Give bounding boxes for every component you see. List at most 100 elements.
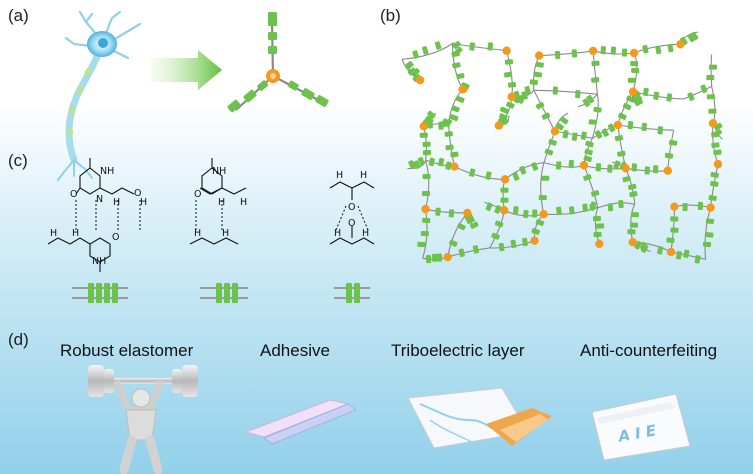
hydrogen-bond-unit: [556, 206, 562, 215]
crosslinker-illustration: [227, 12, 329, 113]
hydrogen-bond-unit: [682, 203, 688, 212]
nh-label: NH: [92, 256, 106, 267]
h-label: H: [334, 228, 341, 239]
hydrogen-bond-unit: [575, 90, 581, 99]
hydrogen-bond-unit: [617, 150, 626, 157]
hydrogen-bond-unit: [593, 231, 602, 238]
nh-label: NH: [212, 166, 226, 177]
hydrogen-bond-unit: [627, 229, 636, 235]
hydrogen-bond-unit: [644, 166, 650, 175]
crosslink-node: [500, 206, 509, 215]
hydrogen-bond-unit: [666, 93, 673, 102]
hydrogen-bond-unit: [544, 148, 554, 156]
hydrogen-bond-unit: [455, 95, 465, 103]
hydrogen-bond-unit: [593, 106, 602, 113]
hydrogen-bond-unit: [591, 77, 600, 83]
hydrogen-bond-unit: [519, 165, 527, 175]
hydrogen-bond-unit: [675, 251, 683, 260]
hydrogen-bond-unit: [513, 94, 521, 104]
hydrogen-bond-unit: [555, 122, 564, 131]
hydrogen-bond-unit: [513, 206, 519, 215]
hydrogen-bond-unit: [494, 205, 502, 214]
hydrogen-bond-unit: [552, 86, 559, 95]
hydrogen-bond-unit: [407, 67, 417, 76]
hydrogen-bond-unit: [440, 118, 449, 128]
h-label: H: [194, 228, 201, 239]
crosslink-node: [534, 51, 544, 60]
network-chain: [533, 89, 598, 95]
hydrogen-bond-unit: [708, 108, 717, 114]
hydrogen-bond-unit: [670, 227, 679, 233]
crosslink-node: [419, 122, 428, 131]
hydrogen-bond-unit: [456, 72, 465, 80]
hydrogen-bond-unit: [613, 160, 621, 170]
hydrogen-bond-unit: [568, 206, 575, 215]
crosslink-node: [613, 120, 623, 130]
hydrogen-bond-unit: [568, 159, 574, 169]
crosslink-node: [415, 75, 425, 85]
crosslink-node: [628, 237, 637, 247]
hydrogen-bond-unit: [469, 168, 476, 177]
hydrogen-bond-unit: [452, 62, 461, 69]
app-label-robust-elastomer: Robust elastomer: [60, 341, 194, 360]
crosslink-node: [550, 127, 560, 136]
hydrogen-bond-unit: [437, 157, 445, 167]
hydrogen-bond-unit: [422, 217, 431, 224]
hydrogen-bond-unit: [444, 118, 453, 128]
hydrogen-bond-unit: [702, 241, 712, 248]
adhesive-sheets-icon: [244, 399, 358, 445]
crosslink-node: [579, 161, 589, 170]
h-label: H: [362, 228, 369, 239]
hydrogen-bond-unit: [571, 132, 578, 141]
hydrogen-bond-unit: [633, 95, 643, 103]
hydrogen-bond-unit: [627, 121, 634, 130]
crosslink-node: [663, 166, 672, 175]
hydrogen-bond-unit: [655, 45, 662, 55]
hydrogen-bond-unit: [485, 202, 493, 212]
hydrogen-bond-unit: [422, 174, 431, 180]
hydrogen-bond-unit: [634, 98, 644, 107]
h-label: H: [113, 197, 120, 208]
hydrogen-bond-unit: [500, 116, 509, 125]
hydrogen-bond-unit: [631, 163, 637, 172]
crosslink-node: [463, 208, 472, 218]
hydrogen-bond-unit: [700, 84, 708, 94]
hydrogen-bond-unit: [512, 172, 520, 181]
hydrogen-bond-unit: [652, 165, 659, 174]
hydrogen-bond-unit: [531, 162, 539, 171]
hydrogen-bond-unit: [708, 195, 717, 201]
network-chain: [682, 85, 712, 100]
hydrogen-bond-unit: [622, 175, 631, 183]
hydrogen-bond-unit: [422, 191, 431, 197]
hydrogen-bond-unit: [559, 116, 569, 125]
crosslink-node: [629, 48, 639, 58]
hydrogen-bond-unit: [653, 91, 660, 100]
hydrogen-bond-unit: [448, 239, 458, 247]
hydrogen-bond-unit: [469, 221, 479, 229]
hydrogen-bond-unit: [591, 60, 600, 67]
hydrogen-bond-unit: [690, 31, 699, 41]
hydrogen-bond-unit: [454, 46, 463, 56]
hydrogen-bond-unit: [630, 60, 639, 67]
crosslink-node: [670, 202, 679, 211]
hydrogen-bond-unit: [582, 98, 591, 107]
hydrogen-bond-unit: [499, 106, 509, 114]
hydrogen-bond-unit: [562, 130, 569, 139]
crosslink-node: [530, 236, 539, 245]
hydrogen-bond-unit: [417, 156, 425, 166]
hydrogen-bond-unit: [664, 152, 674, 159]
hydrogen-bond-unit: [586, 94, 595, 104]
hydrogen-bond-unit: [554, 50, 561, 60]
binding-motif-schematics: [72, 283, 370, 303]
crosslink-node: [706, 203, 715, 212]
crosslink-node: [494, 121, 504, 130]
hydrogen-bond-unit: [582, 203, 588, 212]
hydrogen-bond-unit: [592, 216, 602, 222]
hydrogen-bond-unit: [504, 71, 513, 78]
hydrogen-bond-unit: [590, 190, 600, 197]
hydrogen-bond-unit: [706, 74, 715, 80]
hydrogen-bond-unit: [618, 199, 624, 209]
hydrogen-bond-unit: [494, 220, 504, 228]
